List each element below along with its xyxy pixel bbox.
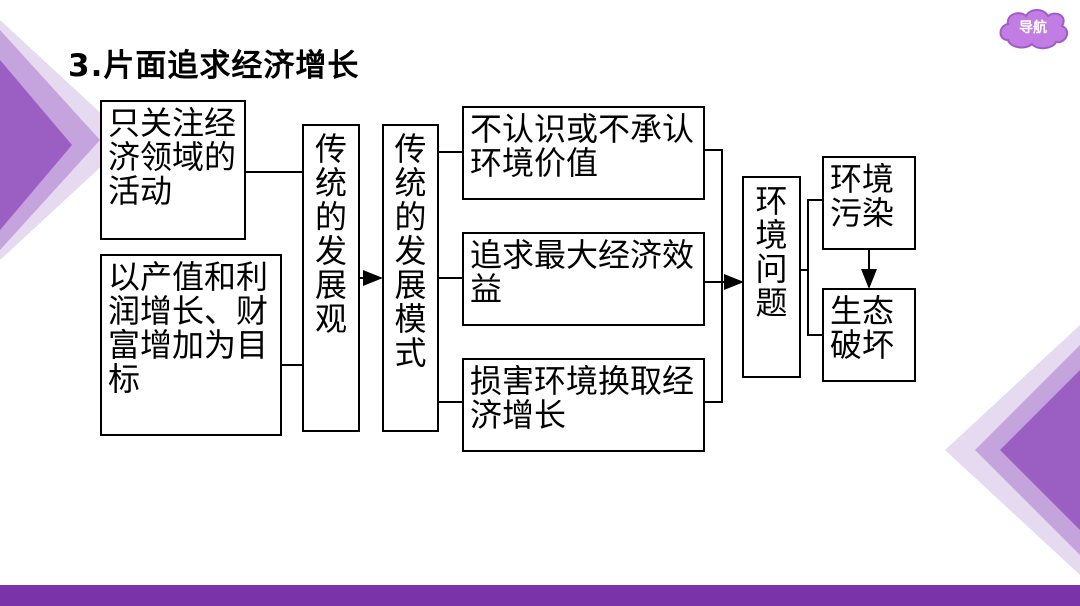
effects-bracket bbox=[807, 199, 822, 336]
box-traditional-mode-text: 传统的发展模式 bbox=[394, 130, 427, 372]
box-cause-ignore-value-text: 不认识或不承认环境价值 bbox=[470, 110, 695, 182]
box-environmental-problem: 环境问题 bbox=[742, 176, 801, 378]
right-triangle-front bbox=[1000, 370, 1080, 530]
box-pollution: 环境污染 bbox=[822, 156, 916, 250]
box-growth-goal: 以产值和利润增长、财富增加为目标 bbox=[100, 254, 282, 436]
box-ecological-damage-text: 生态破坏 bbox=[830, 292, 895, 364]
box-cause-max-profit: 追求最大经济效益 bbox=[462, 232, 705, 326]
box-traditional-view-text: 传统的发展观 bbox=[314, 130, 347, 338]
nav-label: 导航 bbox=[1019, 20, 1047, 36]
box-cause-damage-environment: 损害环境换取经济增长 bbox=[462, 358, 705, 452]
nav-button[interactable]: 导航 bbox=[996, 6, 1070, 50]
page-title: 3.片面追求经济增长 bbox=[68, 48, 360, 84]
box-growth-goal-text: 以产值和利润增长、财富增加为目标 bbox=[108, 258, 269, 398]
box-cause-damage-environment-text: 损害环境换取经济增长 bbox=[470, 362, 695, 434]
left-triangle-front bbox=[0, 60, 72, 230]
box-traditional-view: 传统的发展观 bbox=[302, 124, 360, 432]
box-traditional-mode: 传统的发展模式 bbox=[382, 124, 439, 432]
box-pollution-text: 环境污染 bbox=[830, 160, 895, 232]
box-ecological-damage: 生态破坏 bbox=[822, 288, 916, 382]
bottom-bar bbox=[0, 585, 1080, 606]
box-environmental-problem-text: 环境问题 bbox=[755, 182, 788, 322]
box-economic-activity: 只关注经济领域的活动 bbox=[100, 100, 246, 240]
causes-bracket bbox=[705, 149, 723, 403]
box-economic-activity-text: 只关注经济领域的活动 bbox=[108, 104, 237, 210]
box-cause-max-profit-text: 追求最大经济效益 bbox=[470, 236, 695, 308]
nav-cloud-icon bbox=[999, 9, 1069, 50]
box-cause-ignore-value: 不认识或不承认环境价值 bbox=[462, 106, 705, 200]
